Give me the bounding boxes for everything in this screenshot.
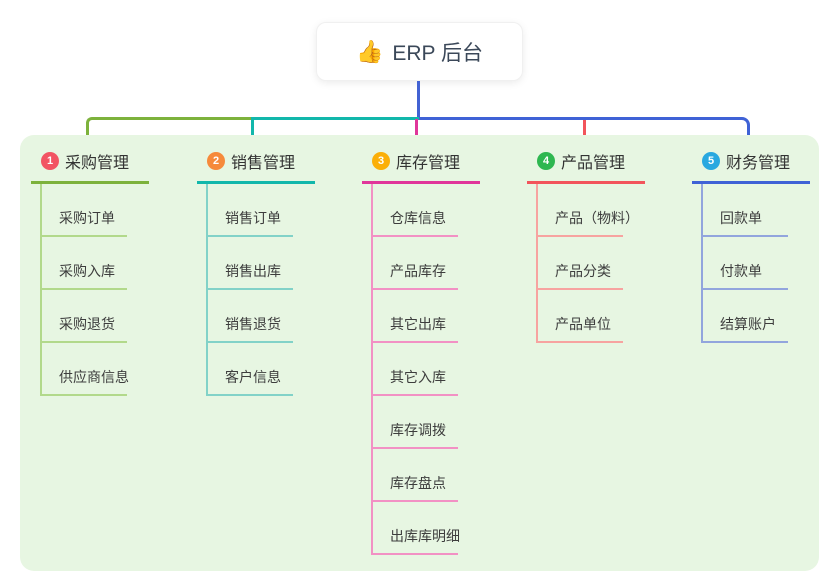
child-node[interactable]: 产品库存 <box>373 237 458 290</box>
branch-inventory: 3 库存管理 仓库信息 产品库存 其它出库 其它入库 库存调拨 库存盘点 出库库… <box>362 149 480 555</box>
branch-title: 销售管理 <box>231 155 296 172</box>
child-node[interactable]: 采购退货 <box>42 290 127 343</box>
branches-panel <box>20 135 819 571</box>
branch-children: 仓库信息 产品库存 其它出库 其它入库 库存调拨 库存盘点 出库库明细 <box>371 184 480 555</box>
connector-rail-sales <box>251 117 419 150</box>
child-node[interactable]: 回款单 <box>703 184 788 237</box>
branch-title: 财务管理 <box>726 155 791 172</box>
child-node[interactable]: 供应商信息 <box>42 343 129 396</box>
child-node[interactable]: 采购入库 <box>42 237 127 290</box>
branch-number-badge: 3 <box>372 152 390 170</box>
branch-number-badge: 1 <box>41 152 59 170</box>
child-node[interactable]: 销售出库 <box>208 237 293 290</box>
child-node[interactable]: 销售订单 <box>208 184 293 237</box>
root-node-label: ERP 后台 <box>392 41 484 65</box>
child-node[interactable]: 仓库信息 <box>373 184 458 237</box>
child-node[interactable]: 库存调拨 <box>373 396 458 449</box>
branch-number-badge: 5 <box>702 152 720 170</box>
branch-children: 采购订单 采购入库 采购退货 供应商信息 <box>40 184 149 396</box>
branch-finance: 5 财务管理 回款单 付款单 结算账户 <box>692 149 810 343</box>
branch-number-badge: 4 <box>537 152 555 170</box>
child-node[interactable]: 付款单 <box>703 237 788 290</box>
branch-title-node[interactable]: 4 产品管理 <box>527 149 645 184</box>
branch-title: 采购管理 <box>65 155 130 172</box>
branch-title-node[interactable]: 1 采购管理 <box>31 149 149 184</box>
child-node[interactable]: 结算账户 <box>703 290 788 343</box>
branch-product: 4 产品管理 产品（物料） 产品分类 产品单位 <box>527 149 645 343</box>
branch-title-node[interactable]: 2 销售管理 <box>197 149 315 184</box>
connector-rail-finance <box>419 117 750 151</box>
branch-purchase: 1 采购管理 采购订单 采购入库 采购退货 供应商信息 <box>31 149 149 396</box>
branch-sales: 2 销售管理 销售订单 销售出库 销售退货 客户信息 <box>197 149 315 396</box>
branch-title-node[interactable]: 5 财务管理 <box>692 149 810 184</box>
connector-rail-purchase <box>86 117 253 150</box>
child-node[interactable]: 产品（物料） <box>538 184 639 237</box>
thumbs-up-icon: 👍 <box>355 38 384 64</box>
child-node[interactable]: 产品分类 <box>538 237 623 290</box>
branch-children: 销售订单 销售出库 销售退货 客户信息 <box>206 184 315 396</box>
branch-title: 库存管理 <box>396 155 461 172</box>
child-node[interactable]: 销售退货 <box>208 290 293 343</box>
branch-children: 回款单 付款单 结算账户 <box>701 184 810 343</box>
child-node[interactable]: 其它出库 <box>373 290 458 343</box>
child-node[interactable]: 其它入库 <box>373 343 458 396</box>
connector-root-stem <box>417 81 420 119</box>
branch-title-node[interactable]: 3 库存管理 <box>362 149 480 184</box>
child-node[interactable]: 库存盘点 <box>373 449 458 502</box>
child-node[interactable]: 产品单位 <box>538 290 623 343</box>
child-node[interactable]: 采购订单 <box>42 184 127 237</box>
branch-number-badge: 2 <box>207 152 225 170</box>
child-node[interactable]: 出库库明细 <box>373 502 460 555</box>
branch-title: 产品管理 <box>561 155 626 172</box>
root-node[interactable]: 👍 ERP 后台 <box>316 22 523 81</box>
child-node[interactable]: 客户信息 <box>208 343 293 396</box>
branch-children: 产品（物料） 产品分类 产品单位 <box>536 184 645 343</box>
